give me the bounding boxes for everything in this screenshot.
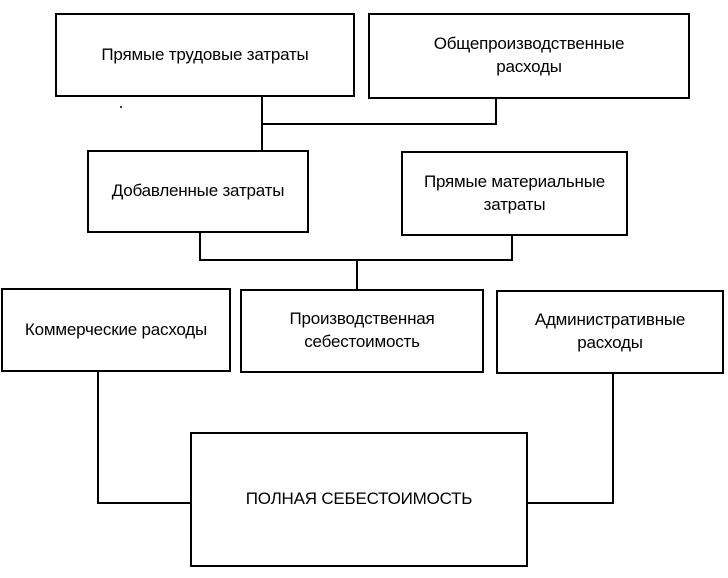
direct-materials-label: Прямые материальные затраты	[423, 171, 606, 214]
commercial-expenses-label: Коммерческие расходы	[24, 319, 208, 339]
value-added-box: Добавленные затраты	[87, 150, 309, 233]
commercial-expenses-box: Коммерческие расходы	[1, 288, 231, 372]
full-cost-label: ПОЛНАЯ СЕБЕСТОИМОСТЬ	[245, 489, 473, 509]
direct-labor-label: Прямые трудовые затраты	[101, 44, 309, 64]
connector-middle	[199, 233, 513, 261]
connector-right-bottom	[528, 374, 614, 504]
speck-dot	[120, 106, 122, 108]
value-added-label: Добавленные затраты	[111, 181, 285, 201]
overhead-label: Общепроизводственные расходы	[433, 34, 625, 76]
administrative-expenses-box: Административные расходы	[496, 290, 724, 374]
full-cost-box: ПОЛНАЯ СЕБЕСТОИМОСТЬ	[190, 432, 528, 567]
direct-materials-box: Прямые материальные затраты	[401, 151, 628, 236]
production-cost-box: Производственная себестоимость	[240, 289, 484, 373]
administrative-expenses-label: Административные расходы	[534, 310, 686, 352]
overhead-box: Общепроизводственные расходы	[368, 13, 690, 99]
connector-left-bottom	[97, 372, 190, 504]
production-cost-label: Производственная себестоимость	[289, 309, 435, 351]
direct-labor-box: Прямые трудовые затраты	[55, 13, 355, 97]
connector-top	[261, 97, 497, 125]
